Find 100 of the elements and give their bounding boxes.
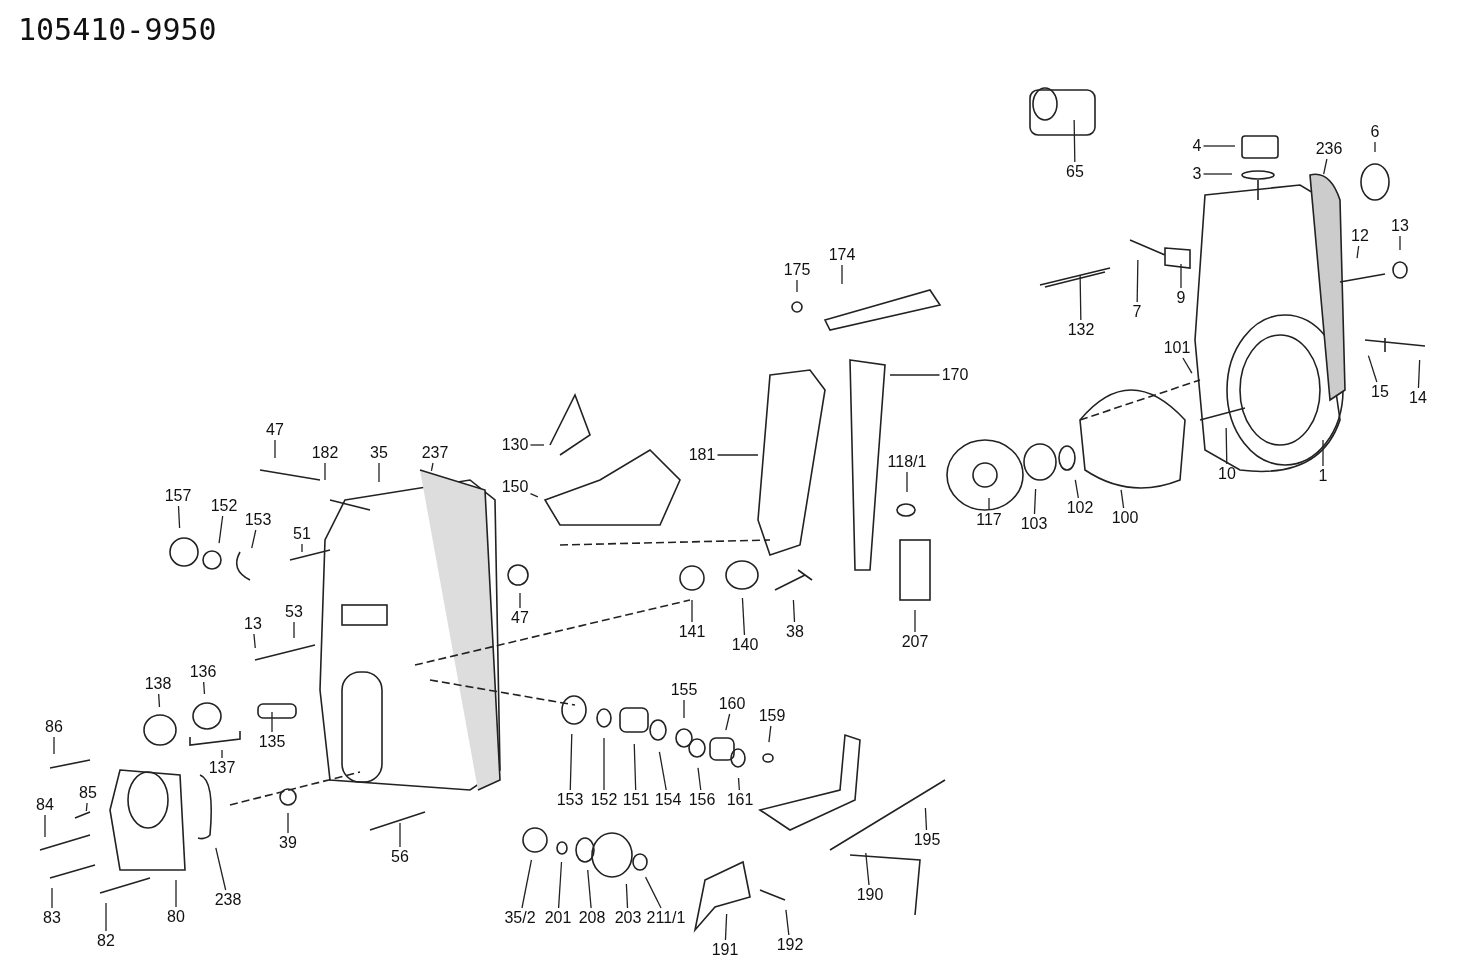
callout-number: 154 — [654, 791, 682, 809]
callout-number: 13 — [1391, 217, 1409, 235]
leader-line — [691, 599, 693, 623]
leader-line — [399, 822, 401, 848]
leader-line — [697, 767, 702, 791]
callout-number: 35 — [370, 444, 388, 462]
callout-number: 83 — [43, 909, 61, 927]
callout-number: 170 — [941, 366, 969, 384]
leader-line — [271, 711, 273, 733]
callout-number: 138 — [144, 675, 172, 693]
leader-line — [1180, 263, 1182, 289]
callout-number: 85 — [79, 784, 97, 802]
callout-number: 182 — [311, 444, 339, 462]
leader-line — [1417, 359, 1421, 389]
callout-number: 161 — [726, 791, 754, 809]
leader-line — [378, 462, 380, 483]
callout-number: 82 — [97, 932, 115, 950]
callout-number: 152 — [590, 791, 618, 809]
callout-number: 9 — [1176, 289, 1186, 307]
leader-line — [1225, 427, 1228, 465]
leader-line — [529, 444, 545, 446]
leader-line — [1182, 357, 1193, 374]
leader-line — [324, 462, 326, 481]
leader-line — [1033, 488, 1037, 515]
callout-number: 51 — [293, 525, 311, 543]
leader-line — [521, 859, 533, 909]
leader-line — [889, 374, 941, 376]
leader-line — [988, 497, 990, 511]
callout-number: 174 — [828, 246, 856, 264]
callout-number: 1 — [1318, 467, 1328, 485]
callout-number: 192 — [776, 936, 804, 954]
callout-number: 47 — [266, 421, 284, 439]
leader-line — [658, 751, 667, 791]
callout-number: 84 — [36, 796, 54, 814]
leader-line — [587, 869, 592, 909]
callout-number: 151 — [622, 791, 650, 809]
leader-line — [625, 883, 629, 909]
leader-line — [737, 777, 740, 791]
leader-line — [725, 713, 731, 731]
callout-number: 47 — [511, 609, 529, 627]
callout-number: 56 — [391, 848, 409, 866]
leader-line — [215, 847, 227, 891]
callout-number: 208 — [578, 909, 606, 927]
leader-line — [85, 802, 88, 812]
leader-line — [203, 681, 206, 695]
callout-number: 140 — [731, 636, 759, 654]
leader-line — [51, 887, 53, 909]
leader-line — [529, 493, 539, 498]
leader-line — [274, 439, 276, 459]
leader-line — [1073, 119, 1076, 163]
leader-line — [1079, 275, 1082, 321]
callout-number: 7 — [1132, 303, 1142, 321]
leader-line — [175, 879, 177, 908]
leader-line — [519, 592, 521, 609]
leader-line — [44, 814, 46, 838]
callout-number: 12 — [1351, 227, 1369, 245]
callout-number: 201 — [544, 909, 572, 927]
leader-line — [792, 599, 796, 623]
callout-number: 39 — [279, 834, 297, 852]
leader-line — [1136, 259, 1139, 303]
callout-number: 159 — [758, 707, 786, 725]
leader-line — [841, 264, 843, 285]
callout-number: 195 — [913, 831, 941, 849]
leader-line — [865, 852, 870, 886]
callout-number: 4 — [1192, 137, 1202, 155]
callout-number: 130 — [501, 436, 529, 454]
leader-line — [716, 454, 759, 456]
callout-number: 237 — [421, 444, 449, 462]
leader-line — [218, 515, 224, 544]
callout-number: 181 — [688, 446, 716, 464]
leader-line — [251, 529, 257, 549]
callout-number: 3 — [1192, 165, 1202, 183]
leader-line — [253, 633, 256, 649]
callout-number: 135 — [258, 733, 286, 751]
leader-line — [1202, 173, 1233, 175]
callout-number: 117 — [976, 511, 1002, 529]
callout-number: 211/1 — [646, 909, 686, 927]
leader-line — [558, 861, 563, 909]
callout-number: 156 — [688, 791, 716, 809]
leader-line — [1356, 245, 1360, 259]
part-number-title: 105410-9950 — [18, 12, 217, 47]
callout-number: 191 — [711, 941, 739, 959]
callout-number: 38 — [786, 623, 804, 641]
leader-line — [1322, 439, 1324, 467]
callout-number: 160 — [718, 695, 746, 713]
callout-number: 238 — [214, 891, 242, 909]
callout-number: 153 — [556, 791, 584, 809]
leader-line — [768, 725, 772, 743]
callout-number: 150 — [501, 478, 529, 496]
callout-number: 118/1 — [887, 453, 927, 471]
leader-line — [1399, 235, 1401, 251]
leader-line — [683, 699, 685, 719]
callout-number: 103 — [1020, 515, 1048, 533]
leader-line — [105, 902, 107, 932]
callout-number: 203 — [614, 909, 642, 927]
leader-line — [430, 462, 434, 472]
callout-number: 14 — [1409, 389, 1427, 407]
leader-line — [785, 909, 790, 936]
leader-line — [741, 597, 746, 636]
callout-number: 155 — [670, 681, 698, 699]
